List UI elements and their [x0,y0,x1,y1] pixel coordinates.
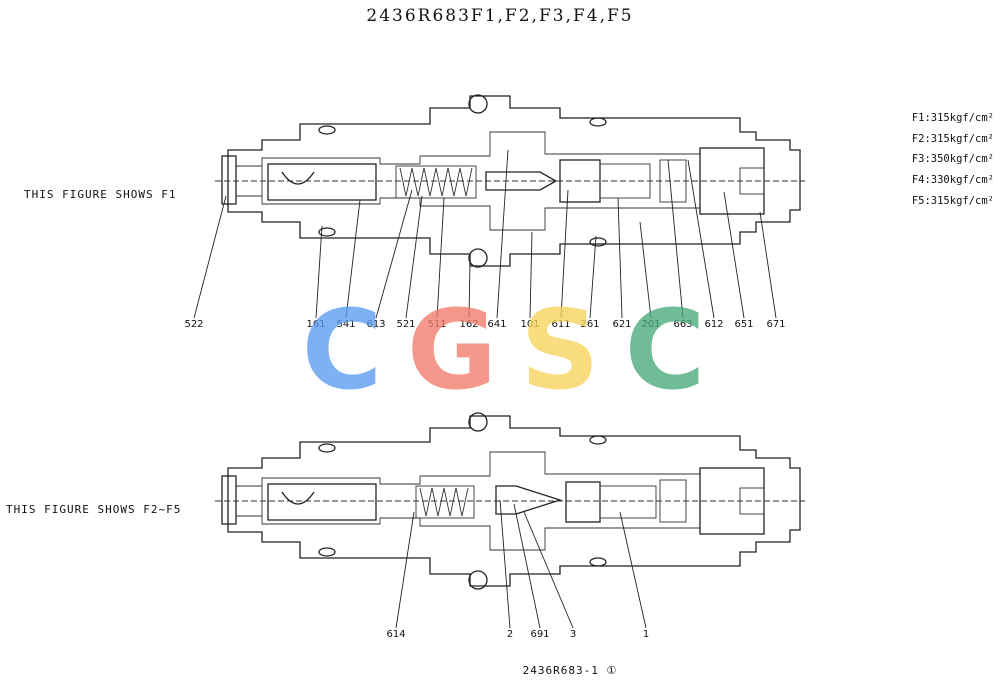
valve-section-top [215,94,805,268]
drawing-footer-code: 2436R683-1 ① [522,664,618,677]
part-label-614: 614 [386,629,405,640]
pressure-code-f3: F3:350kgf/cm² [911,153,994,165]
valve-body-outline-bottom [227,415,801,587]
poppet-bottom [495,485,563,515]
part-leader-671 [759,211,777,319]
watermark-letter-1: C [302,286,383,414]
part-labels-top: 522 161 541 613 521 511 162 641 101 611 261 621 201 6… [184,319,785,330]
plug-dome-top [281,171,315,185]
part-label-162: 162 [459,319,478,330]
o-ring-top-4 [589,237,607,247]
part-label-612: 612 [704,319,723,330]
o-ring-bottom-3 [589,435,607,445]
part-leader-511 [436,197,445,319]
part-label-522: 522 [184,319,203,330]
part-label-663: 663 [673,319,692,330]
part-leader-611 [560,189,569,319]
pressure-code-f2: F2:315kgf/cm² [911,133,994,145]
part-label-671: 671 [766,319,785,330]
ball-bottom-2 [468,570,488,590]
leader-lines-top [193,149,777,319]
fitting-left-top [221,155,237,205]
spring-bottom [419,487,469,517]
part-label-541: 541 [336,319,355,330]
part-label-2: 2 [507,629,513,640]
part-label-161: 161 [306,319,325,330]
plug-dome-bottom [281,491,315,505]
plug-left-top [267,163,377,201]
caption-top: THIS FIGURE SHOWS F1 [24,188,177,201]
part-label-641: 641 [487,319,506,330]
part-leader-612 [687,159,715,319]
part-label-611: 611 [551,319,570,330]
watermark-letter-4: C [625,286,706,414]
poppet-top [485,171,558,191]
o-ring-top-1 [318,125,336,135]
part-label-691: 691 [530,629,549,640]
o-ring-bottom-1 [318,443,336,453]
plug-left-bottom [267,483,377,521]
part-leader-621 [617,197,623,319]
part-leader-201 [639,221,652,319]
part-leader-261 [589,235,597,319]
ball-top-1 [468,94,488,114]
part-leader-663 [667,159,684,319]
part-leader-161 [315,225,323,319]
valve-body-outline-top [227,95,801,267]
piston-bottom [565,481,601,523]
part-label-3: 3 [570,629,576,640]
valve-section-bottom [215,412,805,590]
part-leader-522 [193,195,227,319]
o-ring-bottom-4 [589,557,607,567]
o-ring-bottom-2 [318,547,336,557]
fitting-left-bottom [221,475,237,525]
part-leader-521 [405,195,423,319]
part-label-201: 201 [641,319,660,330]
part-leader-2 [499,499,511,629]
part-leader-613 [375,189,413,319]
pressure-code-f1: F1:315kgf/cm² [911,112,994,124]
watermark-letter-3: S [520,286,599,414]
part-leader-162 [468,261,471,319]
leader-lines-bottom [395,499,647,629]
part-label-521: 521 [396,319,415,330]
part-label-261: 261 [580,319,599,330]
part-label-1: 1 [643,629,649,640]
part-leader-101 [529,231,533,319]
o-ring-top-3 [589,117,607,127]
part-leader-691 [513,503,541,629]
o-ring-top-2 [318,227,336,237]
part-leader-541 [345,199,361,319]
pressure-code-f4: F4:330kgf/cm² [911,174,994,186]
part-label-613: 613 [366,319,385,330]
part-leader-651 [723,191,745,319]
part-label-621: 621 [612,319,631,330]
drawing-title: 2436R683F1,F2,F3,F4,F5 [366,6,634,26]
part-label-651: 651 [734,319,753,330]
ball-bottom-1 [468,412,488,432]
part-leader-614 [395,511,415,629]
part-label-511: 511 [427,319,446,330]
ball-top-2 [468,248,488,268]
part-leader-3 [523,511,574,629]
part-leader-641 [496,149,509,319]
part-labels-bottom: 614 2 691 3 1 [386,629,649,640]
pressure-code-f5: F5:315kgf/cm² [911,195,994,207]
watermark-letter-2: G [407,286,497,414]
spring-top [399,167,473,197]
caption-bottom: THIS FIGURE SHOWS F2~F5 [6,503,182,516]
part-label-101: 101 [520,319,539,330]
part-leader-1 [619,511,647,629]
